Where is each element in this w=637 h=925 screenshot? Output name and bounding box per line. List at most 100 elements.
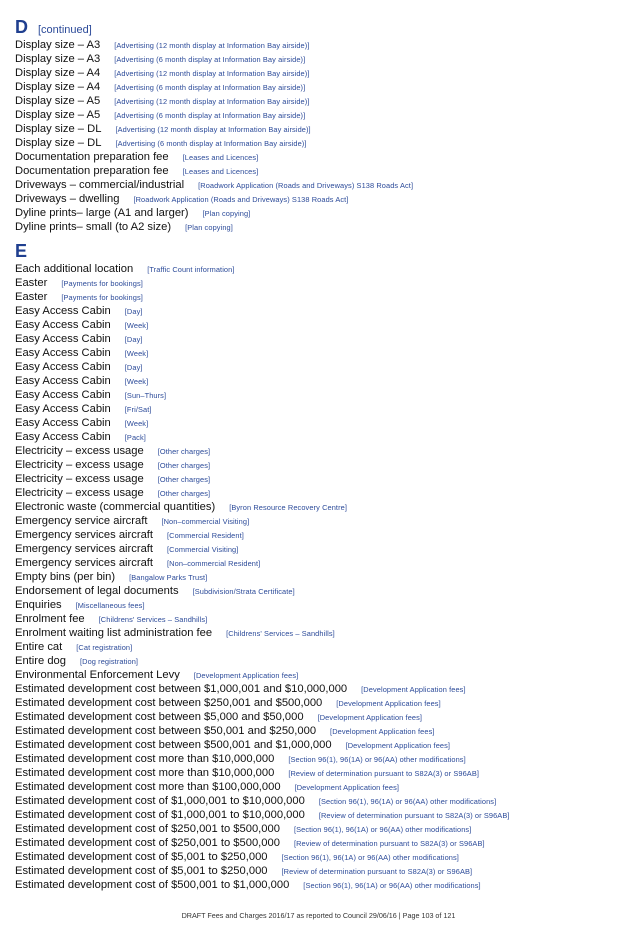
entry-reference: [Non–commercial Visiting] — [161, 517, 250, 526]
index-entry: Display size – A3[Advertising (6 month d… — [15, 52, 625, 66]
entry-term: Estimated development cost of $5,001 to … — [15, 865, 268, 877]
entry-term: Estimated development cost of $5,001 to … — [15, 851, 268, 863]
index-entry: Easy Access Cabin[Day] — [15, 332, 625, 346]
index-page: D[continued]Display size – A3[Advertisin… — [15, 16, 625, 892]
entry-reference: [Advertising (6 month display at Informa… — [115, 139, 307, 148]
entry-term: Display size – A5 — [15, 95, 101, 107]
index-entry: Display size – A3[Advertising (12 month … — [15, 38, 625, 52]
index-entry: Entire cat[Cat registration] — [15, 640, 625, 654]
entry-reference: [Pack] — [124, 433, 146, 442]
entry-term: Enrolment fee — [15, 613, 85, 625]
entry-reference: [Development Application fees] — [317, 713, 423, 722]
index-entry: Estimated development cost between $250,… — [15, 696, 625, 710]
entry-reference: [Week] — [124, 377, 149, 386]
entry-reference: [Sun–Thurs] — [124, 391, 167, 400]
entry-term: Emergency services aircraft — [15, 543, 154, 555]
index-entry: Enquiries [Miscellaneous fees] — [15, 598, 625, 612]
entry-term: Enquiries — [15, 599, 62, 611]
entry-reference: [Other charges] — [157, 489, 211, 498]
index-entry: Electricity – excess usage[Other charges… — [15, 472, 625, 486]
index-entry: Estimated development cost between $5,00… — [15, 710, 625, 724]
index-entry: Emergency services aircraft[Commercial R… — [15, 528, 625, 542]
index-entry: Driveways – dwelling[Roadwork Applicatio… — [15, 192, 625, 206]
entry-term: Enrolment waiting list administration fe… — [15, 627, 213, 639]
entry-term: Estimated development cost between $500,… — [15, 739, 332, 751]
entry-term: Endorsement of legal documents — [15, 585, 179, 597]
entry-term: Emergency service aircraft — [15, 515, 148, 527]
index-entry: Display size – A4[Advertising (12 month … — [15, 66, 625, 80]
index-entry: Estimated development cost of $500,001 t… — [15, 878, 625, 892]
entry-term: Emergency services aircraft — [15, 557, 154, 569]
entry-reference: [Plan copying] — [185, 223, 233, 232]
entry-term: Display size – DL — [15, 123, 102, 135]
entry-reference: [Week] — [124, 419, 149, 428]
entry-reference: [Advertising (12 month display at Inform… — [114, 97, 310, 106]
entry-reference: [Development Application fees] — [193, 671, 299, 680]
entry-reference: [Advertising (12 month display at Inform… — [115, 125, 311, 134]
index-entry: Estimated development cost more than $10… — [15, 780, 625, 794]
entry-reference: [Review of determination pursuant to S82… — [281, 867, 473, 876]
index-entry: Easy Access Cabin[Week] — [15, 346, 625, 360]
index-entry: Easy Access Cabin[Day] — [15, 360, 625, 374]
index-entry: Estimated development cost more than $10… — [15, 752, 625, 766]
entry-reference: [Section 96(1), 96(1A) or 96(AA) other m… — [303, 881, 481, 890]
entry-term: Estimated development cost between $50,0… — [15, 725, 317, 737]
entry-term: Emergency services aircraft — [15, 529, 154, 541]
index-entry: Dyline prints– large (A1 and larger)[Pla… — [15, 206, 625, 220]
entry-term: Easy Access Cabin — [15, 319, 111, 331]
entry-reference: [Section 96(1), 96(1A) or 96(AA) other m… — [288, 755, 466, 764]
entry-reference: [Byron Resource Recovery Centre] — [229, 503, 348, 512]
index-entry: Easy Access Cabin [Sun–Thurs] — [15, 388, 625, 402]
entry-reference: [Review of determination pursuant to S82… — [293, 839, 485, 848]
index-entry: Documentation preparation fee[Leases and… — [15, 164, 625, 178]
entry-reference: [Payments for bookings] — [61, 279, 143, 288]
index-entry: Environmental Enforcement Levy[Developme… — [15, 668, 625, 682]
entry-term: Display size – A3 — [15, 53, 101, 65]
entry-reference: [Roadwork Application (Roads and Drivewa… — [133, 195, 349, 204]
entry-reference: [Roadwork Application (Roads and Drivewa… — [198, 181, 414, 190]
index-entry: Dyline prints– small (to A2 size) [Plan c… — [15, 220, 625, 234]
entry-reference: [Other charges] — [157, 475, 211, 484]
entry-term: Estimated development cost of $500,001 t… — [15, 879, 290, 891]
entry-reference: [Other charges] — [157, 447, 211, 456]
entry-reference: [Day] — [124, 363, 143, 372]
entry-reference: [Plan copying] — [202, 209, 251, 218]
entry-reference: [Development Application fees] — [336, 699, 441, 708]
index-entry: Electronic waste (commercial quantities)… — [15, 500, 625, 514]
index-entry: Electricity – excess usage[Other charges… — [15, 444, 625, 458]
section-letter: D — [15, 17, 28, 37]
page-footer: DRAFT Fees and Charges 2016/17 as report… — [181, 911, 456, 920]
index-entry: Easy Access Cabin[Week] — [15, 374, 625, 388]
entry-term: Easy Access Cabin — [15, 389, 111, 401]
entry-term: Easy Access Cabin — [15, 403, 111, 415]
index-entry: Easy Access Cabin[Pack] — [15, 430, 625, 444]
entry-reference: [Traffic Count information] — [147, 265, 235, 274]
entry-reference: [Advertising (12 month display at Inform… — [114, 69, 310, 78]
entry-term: Estimated development cost of $1,000,001… — [15, 809, 305, 821]
entry-reference: [Development Application fees] — [294, 783, 400, 792]
entry-term: Documentation preparation fee — [15, 165, 169, 177]
index-entry: Display size – DL [Advertising (12 month … — [15, 122, 625, 136]
index-entry: Emergency service aircraft [Non–commercia… — [15, 514, 625, 528]
entry-term: Documentation preparation fee — [15, 151, 169, 163]
entry-term: Easter — [15, 291, 48, 303]
index-entry: Easter[Payments for bookings] — [15, 290, 625, 304]
entry-term: Electronic waste (commercial quantities) — [15, 501, 216, 513]
entry-reference: [Development Application fees] — [330, 727, 435, 736]
entry-reference: [Miscellaneous fees] — [75, 601, 145, 610]
index-entry: Estimated development cost of $250,001 t… — [15, 836, 625, 850]
index-entry: Estimated development cost of $1,000,001… — [15, 794, 625, 808]
entry-term: Dyline prints– small (to A2 size) — [15, 221, 172, 233]
entry-term: Display size – A3 — [15, 39, 101, 51]
entry-reference: [Subdivision/Strata Certificate] — [192, 587, 295, 596]
entry-reference: [Bangalow Parks Trust] — [129, 573, 208, 582]
entry-reference: [Section 96(1), 96(1A) or 96(AA) other m… — [281, 853, 459, 862]
entry-term: Display size – A4 — [15, 81, 101, 93]
entry-term: Easy Access Cabin — [15, 347, 111, 359]
entry-reference: [Commercial Visiting] — [167, 545, 239, 554]
entry-term: Estimated development cost more than $10… — [15, 767, 275, 779]
index-entry: Each additional location[Traffic Count i… — [15, 262, 625, 276]
index-entry: Entire dog[Dog registration] — [15, 654, 625, 668]
entry-reference: [Development Application fees] — [345, 741, 451, 750]
entry-reference: [Review of determination pursuant to S82… — [318, 811, 510, 820]
